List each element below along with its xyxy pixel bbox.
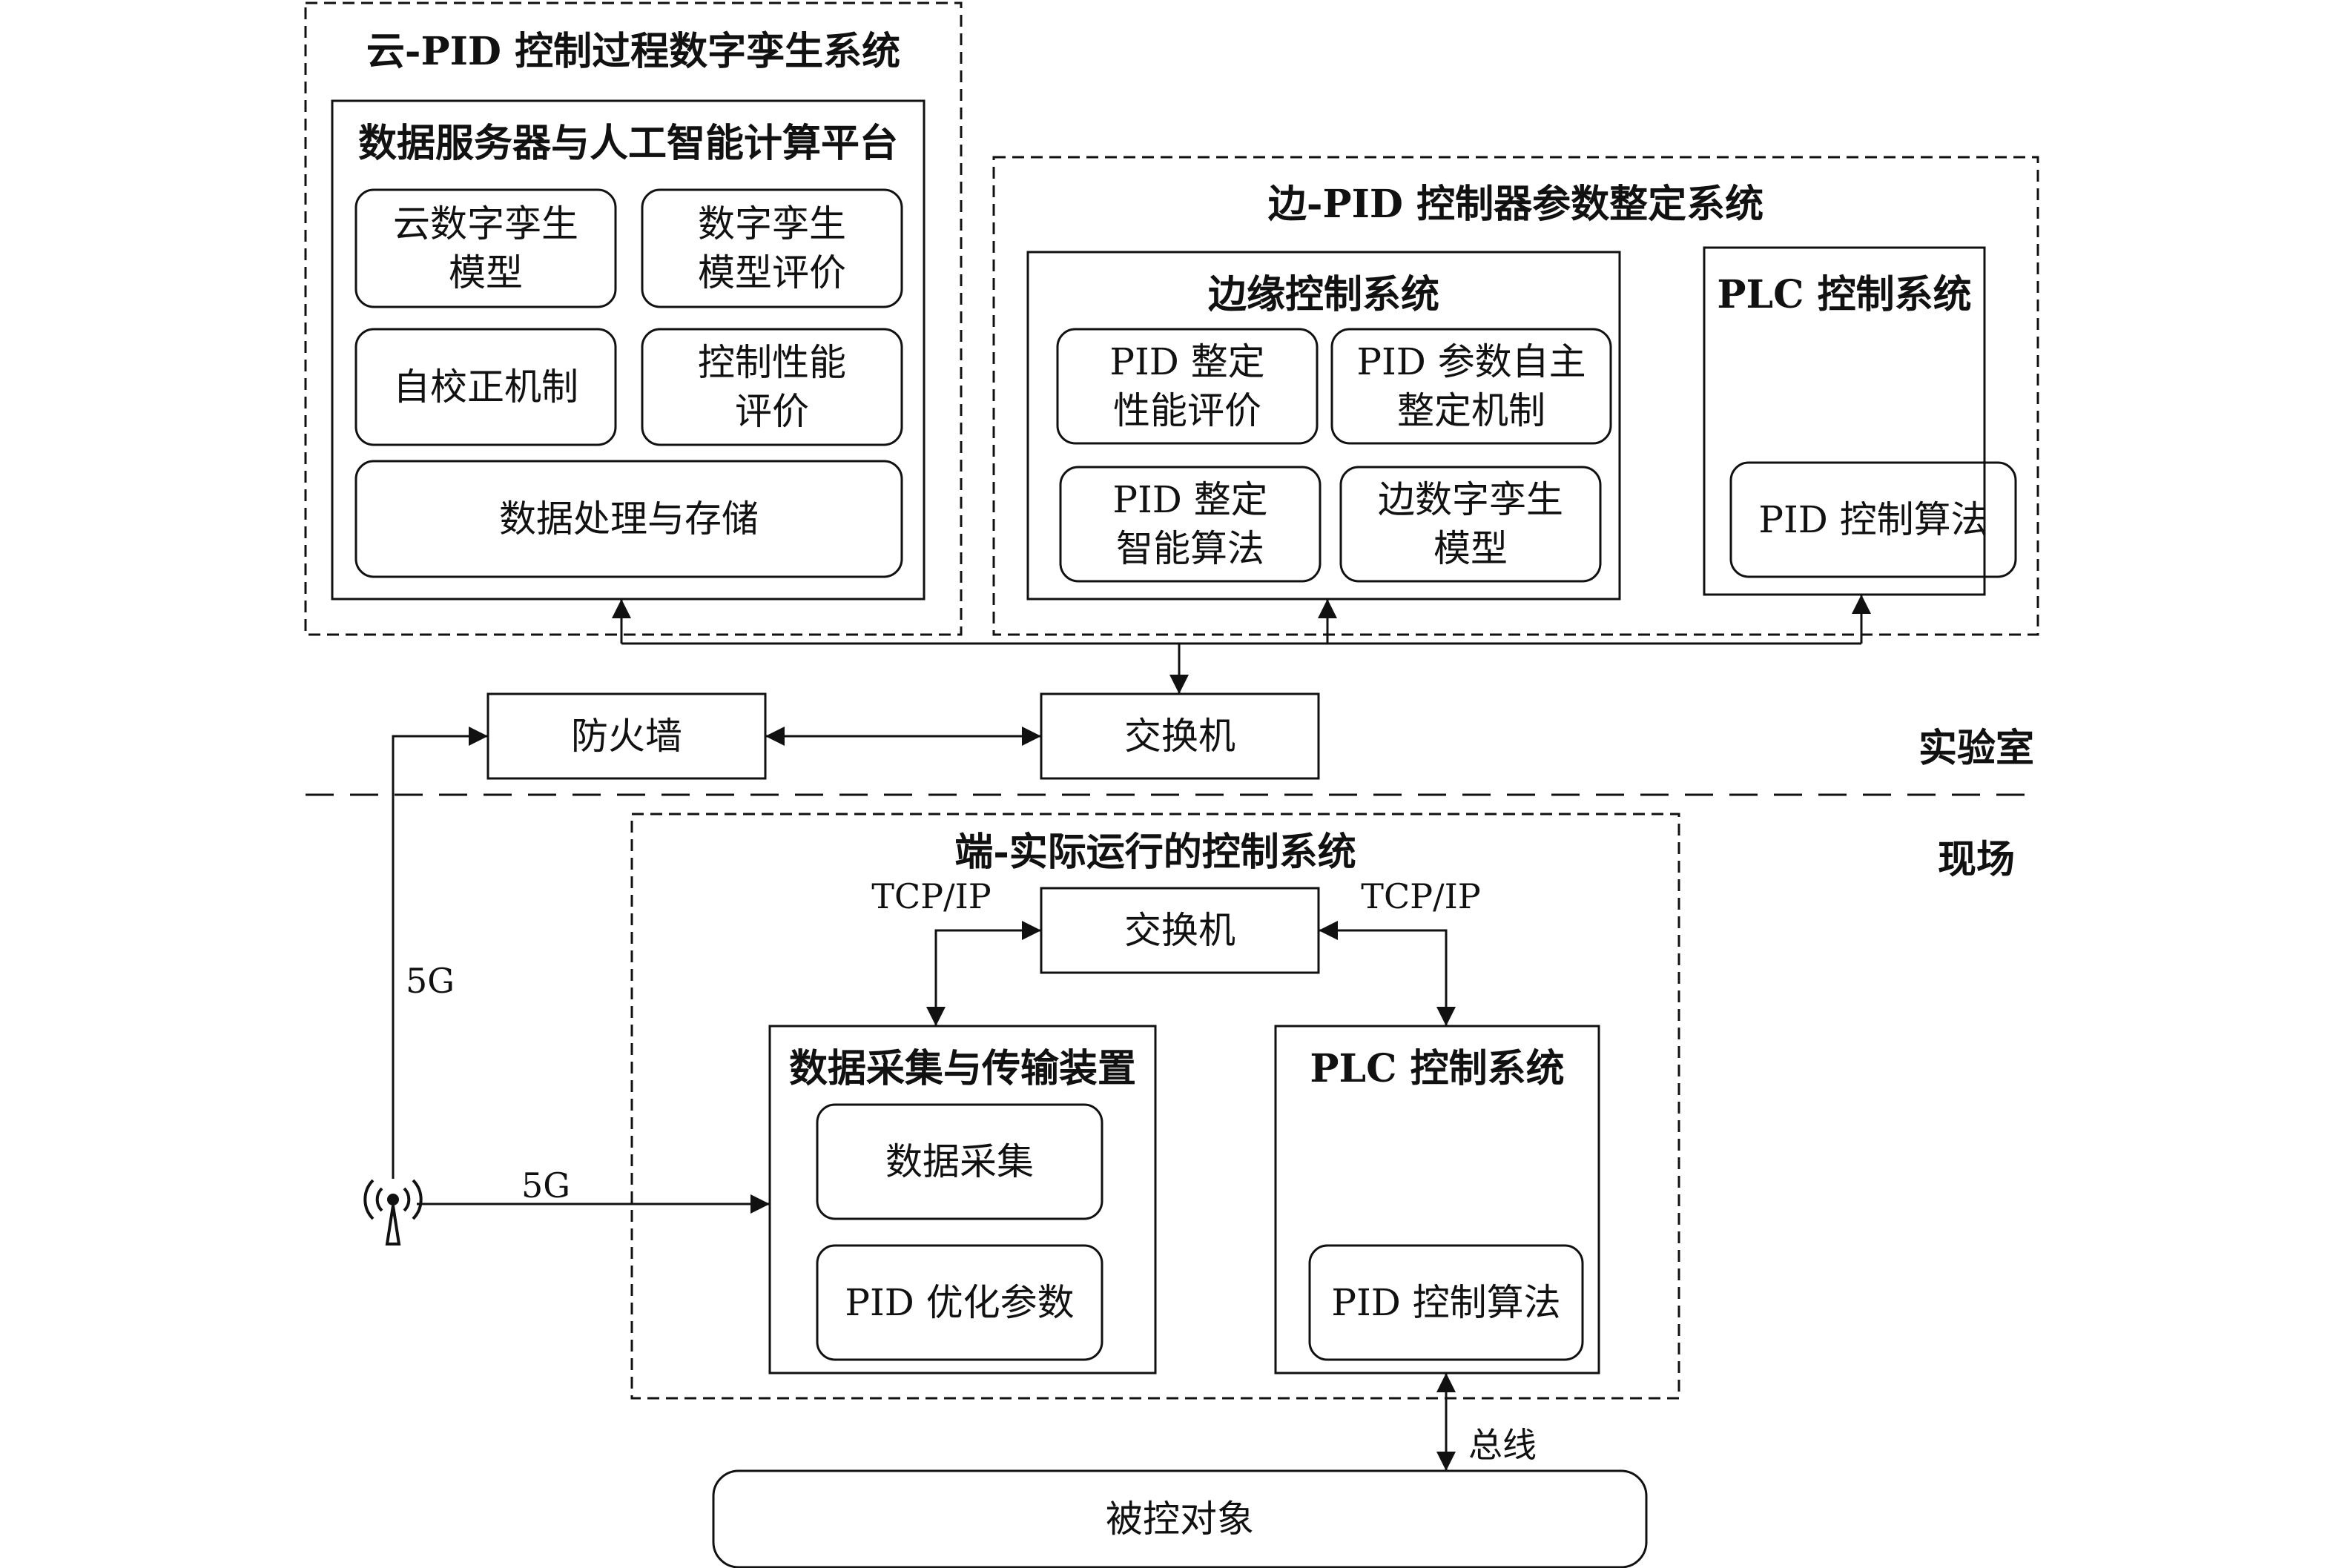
fiveg-uplink: [392, 727, 488, 1179]
edge-system-frame: [992, 156, 2039, 636]
edge-module-box: [1330, 328, 1612, 445]
edge-twin-model-label: 边数字孪生 模型: [1378, 478, 1563, 570]
cloud-system-frame: [304, 1, 963, 636]
acq-module-box: [816, 1244, 1103, 1361]
fiveg-horizontal-label: 5G: [521, 1165, 570, 1205]
acq-switch-link: [926, 921, 1041, 1026]
field-switch-label: 交换机: [1124, 909, 1235, 952]
edge-plc-title: PLC 控制系统: [1717, 271, 1972, 317]
pid-tuning-ai-label: PID 整定 智能算法: [1112, 478, 1268, 570]
twin-model-eval-label: 数字孪生 模型评价: [698, 202, 846, 294]
cloud-module-box: [641, 328, 903, 446]
field-plc-module-box: [1308, 1244, 1584, 1361]
edge-module-box: [1056, 328, 1319, 445]
lab-switch-label: 交换机: [1124, 715, 1235, 758]
acquisition-box: [768, 1025, 1157, 1375]
edge-control-title: 边缘控制系统: [1207, 271, 1439, 317]
site-zone-label: 现场: [1937, 836, 2015, 882]
data-storage-label: 数据处理与存储: [499, 497, 759, 540]
edge-module-box: [1339, 466, 1602, 583]
field-system-title: 端-实际运行的控制系统: [954, 829, 1356, 875]
pid-opt-params-label: PID 优化参数: [845, 1281, 1075, 1324]
tcp-right-label: TCP/IP: [1361, 876, 1481, 916]
cloud-system-title: 云-PID 控制过程数字孪生系统: [366, 28, 901, 74]
tcp-left-label: TCP/IP: [871, 876, 992, 916]
antenna-tower-icon: [363, 1179, 423, 1246]
acq-module-box: [816, 1103, 1103, 1220]
fiveg-vertical-label: 5G: [405, 960, 455, 1001]
cloud-module-box: [354, 460, 903, 578]
cloud-module-box: [354, 328, 617, 446]
data-acq-label: 数据采集: [885, 1140, 1034, 1183]
plant-box: [712, 1469, 1648, 1568]
pid-tuning-eval-label: PID 整定 性能评价: [1109, 340, 1265, 432]
bus-label: 总线: [1468, 1424, 1537, 1465]
lab-zone-label: 实验室: [1918, 725, 2034, 771]
edge-pid-algo-label: PID 控制算法: [1758, 498, 1988, 541]
self-tuning-label: 自校正机制: [393, 365, 578, 408]
pid-auto-tuning-label: PID 参数自主 整定机制: [1356, 340, 1586, 432]
plant-label: 被控对象: [1106, 1498, 1254, 1541]
cloud-module-box: [354, 188, 617, 308]
firewall-label: 防火墙: [571, 715, 682, 758]
field-pid-algo-label: PID 控制算法: [1331, 1281, 1561, 1324]
cloud-twin-model-label: 云数字孪生 模型: [393, 202, 578, 294]
edge-plc-box: [1703, 246, 1986, 596]
edge-plc-module-box: [1729, 461, 2017, 578]
edge-system-title: 边-PID 控制器参数整定系统: [1267, 181, 1764, 227]
ai-platform-title: 数据服务器与人工智能计算平台: [357, 120, 898, 166]
control-perf-eval-label: 控制性能 评价: [698, 341, 846, 433]
plc-switch-link: [1319, 921, 1456, 1026]
field-plc-title: PLC 控制系统: [1310, 1045, 1565, 1091]
acquisition-title: 数据采集与传输装置: [788, 1045, 1136, 1091]
edge-module-box: [1059, 466, 1322, 583]
cloud-module-box: [641, 188, 903, 308]
field-system-frame: [630, 813, 1680, 1400]
